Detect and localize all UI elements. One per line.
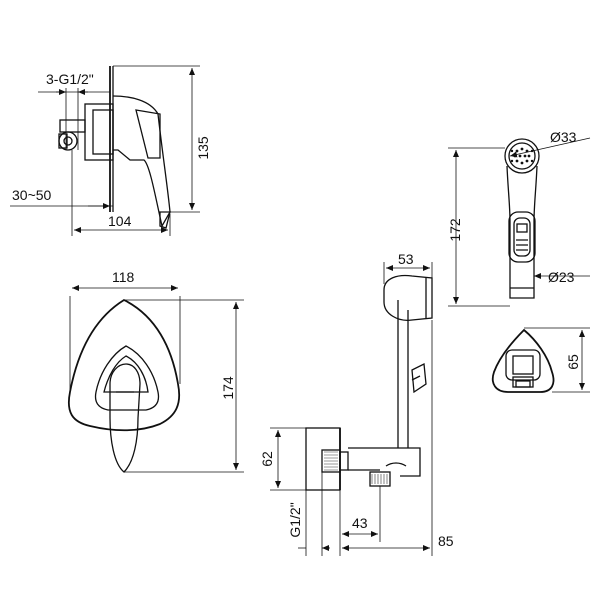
front-width-label: 118 <box>112 269 135 285</box>
holder-side-dimensions: 53 62 G1/2" 43 85 <box>259 251 454 556</box>
depth-total-label: 104 <box>108 213 132 229</box>
front-height-label: 174 <box>220 376 236 400</box>
thread-side-label: 3-G1/2" <box>46 71 94 87</box>
holder-width-label: 53 <box>398 251 414 267</box>
front-view-dimensions: 118 174 <box>69 269 244 473</box>
side-view-mixer <box>58 66 171 229</box>
outlet-height-label: 62 <box>259 451 275 467</box>
holder-front-view <box>491 328 555 393</box>
thread-hatch <box>324 451 338 471</box>
side-view-dimensions: 3-G1/2" 135 30~50 104 <box>10 65 211 236</box>
depth-range-label: 30~50 <box>12 187 52 203</box>
shower-length-label: 172 <box>447 218 463 242</box>
outlet-thread-label: G1/2" <box>287 502 303 537</box>
outlet-offset-label: 43 <box>352 515 368 531</box>
front-view-mixer <box>68 298 181 473</box>
handle-diameter-label: Ø23 <box>548 269 575 285</box>
holder-height-label: 65 <box>565 354 581 370</box>
head-diameter-label: Ø33 <box>550 129 577 145</box>
nut-hatch <box>371 474 388 484</box>
shower-nozzles <box>510 147 534 165</box>
holder-front-dimensions: 65 <box>524 327 590 393</box>
side-height-label: 135 <box>195 136 211 160</box>
holder-depth-label: 85 <box>438 533 454 549</box>
hand-shower <box>504 138 540 299</box>
holder-side-view <box>305 274 433 491</box>
hand-shower-dimensions: 172 Ø33 Ø23 <box>447 129 591 307</box>
